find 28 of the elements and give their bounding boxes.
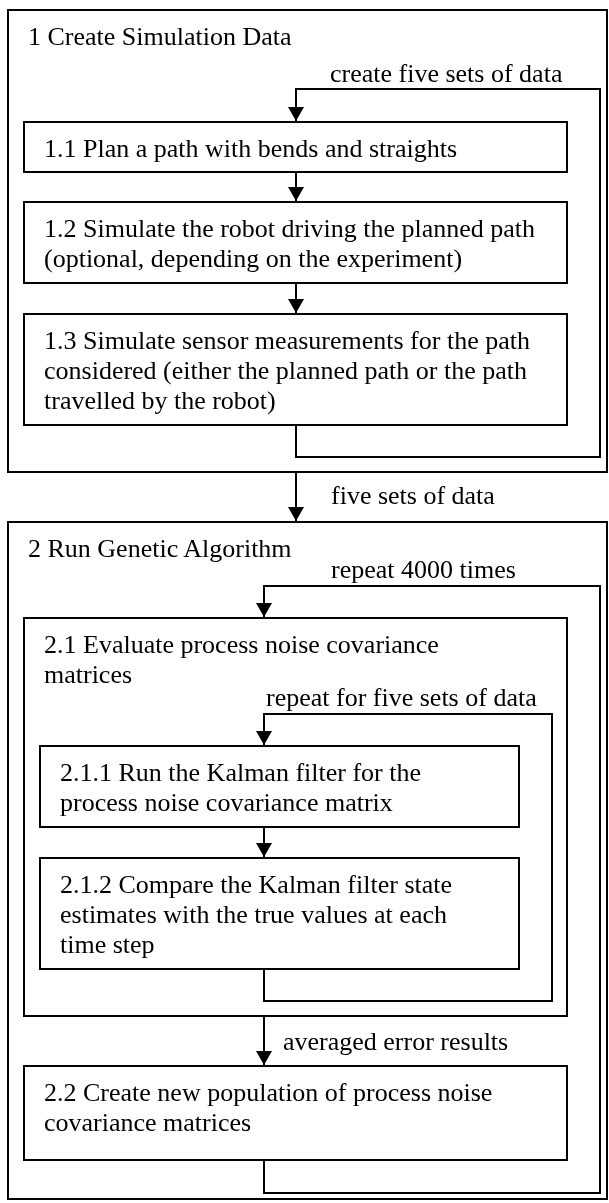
step-text: 1.2 Simulate the robot driving the planned path (optional, depending on the experiment): [44, 214, 537, 274]
edge-label: averaged error results: [281, 1030, 511, 1054]
step-text: 2.1.2 Compare the Kalman filter state estimates with the true values at each time step: [60, 870, 454, 960]
arrow: [288, 472, 304, 522]
step-text: 2.1.1 Run the Kalman filter for the process noise covariance matrix: [60, 758, 423, 818]
process-box: [39, 745, 520, 828]
loop-arrow: [256, 713, 553, 1002]
arrow: [288, 172, 304, 202]
process-box: [23, 313, 568, 426]
group-frame: [7, 9, 608, 473]
arrow: [256, 1016, 272, 1066]
process-box: [23, 1065, 568, 1161]
group-title: 2 Run Genetic Algorithm: [28, 534, 293, 564]
loop-arrow: [288, 88, 601, 458]
edge-label: repeat for five sets of data: [264, 686, 539, 710]
loop-arrow: [256, 585, 601, 1194]
step-text: 2.2 Create new population of process noise covariance matrices: [44, 1078, 494, 1138]
arrow: [288, 283, 304, 314]
process-box: [23, 121, 568, 173]
step-text: 1.1 Plan a path with bends and straights: [44, 134, 459, 164]
group-title: 1 Create Simulation Data: [28, 22, 293, 52]
group-frame: [7, 521, 608, 1200]
arrow: [256, 827, 272, 858]
process-box: [23, 201, 568, 284]
edge-label: repeat 4000 times: [329, 558, 518, 582]
process-box: [39, 857, 520, 970]
process-box: [23, 617, 568, 1017]
step-text: 1.3 Simulate sensor measurements for the path considered (either the planned path or the path travelled by the robot): [44, 326, 531, 416]
